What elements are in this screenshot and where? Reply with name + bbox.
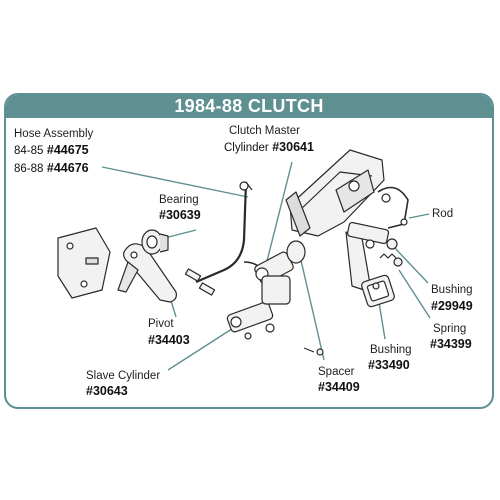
leader-spacer: [299, 255, 325, 361]
bushing-29949-label: Bushing: [431, 284, 473, 296]
bushing-and-spring-parts: [372, 238, 403, 290]
leader-spring: [398, 269, 431, 319]
spacer-label: Spacer: [318, 366, 355, 378]
hose-assembly-part-number-44676: #44676: [46, 161, 89, 175]
leader-slave-cylinder: [167, 324, 239, 371]
clutch-master-name-line2: Clylinder: [224, 142, 269, 154]
spacer-part-number: #34409: [318, 380, 360, 394]
slave-cylinder: [226, 275, 291, 333]
throwout-bearing: [141, 229, 169, 255]
hose-assembly-part-number-44675: #44675: [46, 143, 89, 157]
spring-label: Spring: [433, 323, 467, 335]
bearing-label: Bearing: [159, 194, 199, 206]
clutch-pedal-arm: [345, 221, 390, 291]
slave-cylinder-part-number: #30643: [86, 384, 128, 398]
slave-cylinder-label: Slave Cylinder: [86, 370, 161, 382]
pivot-part-number: #34403: [148, 333, 190, 347]
hose-assembly-part-84-85: 84-85 #44675: [14, 143, 89, 159]
leader-bushing-29949: [392, 245, 429, 284]
leader-hose-assembly: [101, 166, 249, 198]
mounting-bracket: [57, 227, 111, 299]
fittings: [184, 268, 324, 356]
release-fork: [117, 243, 177, 303]
clutch-master-label-line2: Clylinder #30641: [224, 140, 314, 156]
hose-assembly-years-86-88: 86-88: [14, 163, 44, 175]
hose-assembly-years-84-85: 84-85: [14, 145, 44, 157]
rod-label: Rod: [432, 208, 454, 220]
rod-linkage: [377, 186, 409, 229]
pedal-support-bracket: [285, 149, 385, 237]
bushing-33490-label: Bushing: [370, 344, 412, 356]
hose-assembly-label: Hose Assembly: [14, 128, 94, 140]
diagram-title: 1984-88 CLUTCH: [174, 96, 324, 116]
bearing-part-number: #30639: [159, 208, 201, 222]
hose-assembly-part-86-88: 86-88 #44676: [14, 161, 89, 177]
title-bar: [6, 95, 492, 118]
spring-part-number: #34399: [430, 337, 472, 351]
hydraulic-hose: [195, 181, 253, 284]
clutch-master-part-number: #30641: [272, 140, 314, 154]
pivot-label: Pivot: [148, 318, 174, 330]
clutch-master-label-line1: Clutch Master: [229, 125, 300, 137]
leader-clutch-master: [265, 161, 293, 266]
bushing-33490-part-number: #33490: [368, 358, 410, 372]
leader-rod: [408, 213, 430, 219]
leader-lines: [101, 161, 431, 371]
bushing-29949-part-number: #29949: [431, 299, 473, 313]
pedal-pad: [361, 274, 395, 308]
